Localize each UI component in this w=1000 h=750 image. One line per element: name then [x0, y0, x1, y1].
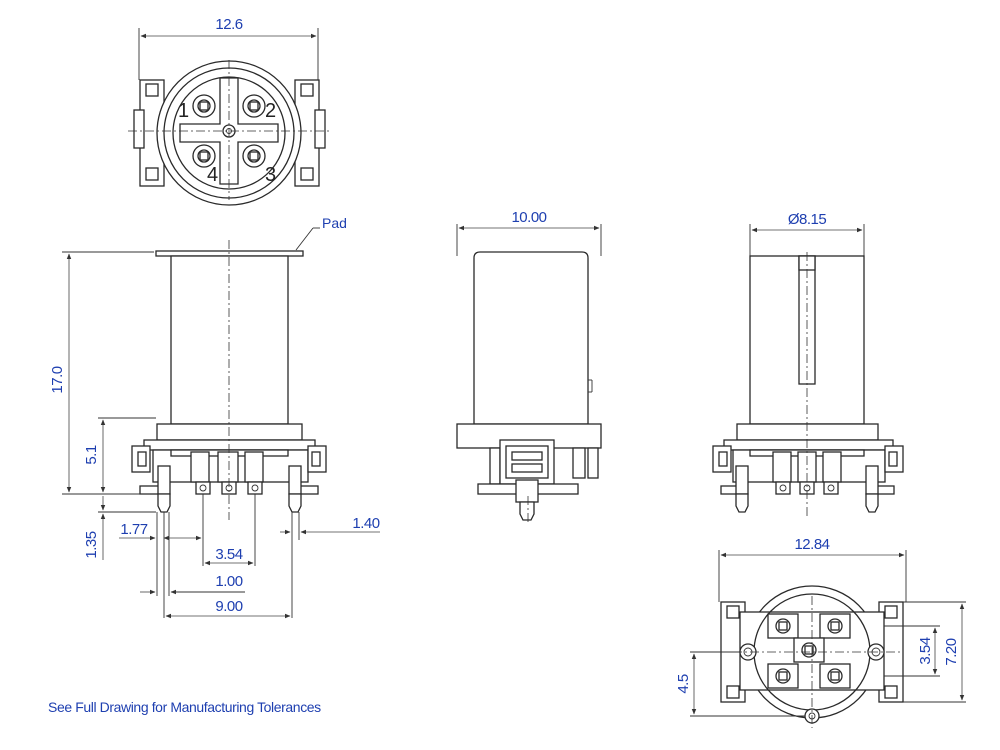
- pin-small-dim: 1.00: [215, 573, 242, 590]
- pin-label-3: 3: [265, 164, 276, 186]
- bottom-offset-dim: 4.5: [675, 674, 692, 694]
- base-height-dim: 5.1: [83, 445, 100, 465]
- pin-spacing-dim: 3.54: [215, 546, 242, 563]
- side-width-dim: 10.00: [511, 209, 546, 226]
- side-view: 10.00: [456, 209, 602, 524]
- height-dim: 17.0: [49, 366, 66, 393]
- pin-offset-dim: 1.77: [120, 521, 147, 538]
- bottom-terminal-4: [819, 663, 851, 689]
- pin-label-4: 4: [207, 164, 218, 186]
- top-pin-4: [192, 144, 216, 168]
- top-pin-1: [192, 94, 216, 118]
- right-pin-dim: 1.40: [352, 515, 379, 532]
- rear-view: Ø8.15: [712, 211, 904, 518]
- front-can: [170, 255, 289, 425]
- side-can: [473, 251, 589, 425]
- front-view: Pad 17.0: [49, 215, 380, 619]
- bottom-width-dim: 12.84: [794, 536, 829, 553]
- pin-length-dim: 1.35: [83, 531, 100, 558]
- tolerance-note: See Full Drawing for Manufacturing Toler…: [48, 699, 321, 715]
- rear-diameter-dim: Ø8.15: [788, 211, 827, 228]
- bottom-view: 12.84: [675, 536, 966, 728]
- bottom-terminal-1: [767, 613, 799, 639]
- top-width-dim: 12.6: [215, 16, 242, 33]
- pad-label: Pad: [322, 215, 347, 231]
- pin-span-dim: 9.00: [215, 598, 242, 615]
- top-view: 12.6 1 2 3 4: [128, 16, 332, 206]
- top-pin-2: [242, 94, 266, 118]
- pin-label-1: 1: [178, 100, 189, 122]
- bottom-height-dim: 7.20: [943, 638, 960, 665]
- bottom-terminal-center: [793, 637, 825, 663]
- pin-label-2: 2: [265, 100, 276, 122]
- bottom-terminal-3: [767, 663, 799, 689]
- bottom-spacing-dim: 3.54: [917, 637, 934, 664]
- top-pin-3: [242, 144, 266, 168]
- bottom-terminal-2: [819, 613, 851, 639]
